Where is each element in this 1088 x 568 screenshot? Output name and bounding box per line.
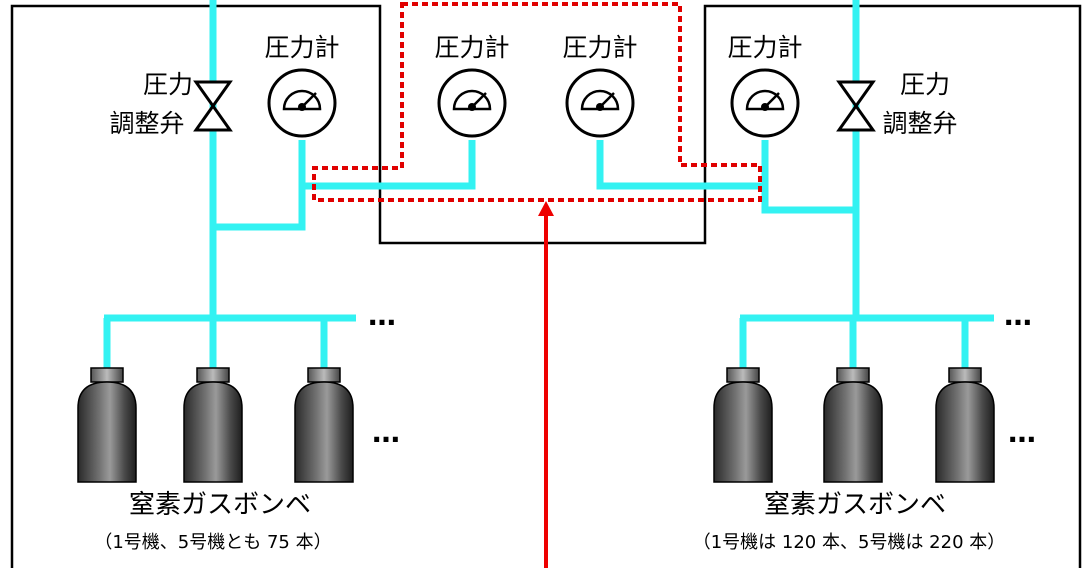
left-valve-label-1: 圧力: [143, 70, 193, 99]
left-cylinders-note: （1号機、5号機とも 75 本）: [94, 532, 331, 553]
right-cylinders-title: 窒素ガスボンベ: [764, 490, 946, 520]
center-gauge-1-label: 圧力計: [434, 33, 509, 62]
right-cylinder-ellipsis: …: [1008, 416, 1036, 449]
left-cylinders-title: 窒素ガスボンベ: [129, 490, 311, 520]
left-cylinder-ellipsis: …: [372, 416, 400, 449]
left-cylinder-2: [183, 367, 243, 483]
left-manifold-ellipsis: …: [368, 299, 396, 332]
indicator-arrow: [538, 201, 554, 568]
center-pressure-gauge-2: [565, 68, 635, 138]
nitrogen-cylinders: [77, 367, 995, 483]
right-manifold-ellipsis: …: [1004, 299, 1032, 332]
left-pressure-gauge: [267, 68, 337, 138]
left-enclosure: [10, 4, 1082, 568]
center-gauge-2-label: 圧力計: [562, 33, 637, 62]
left-pressure-valve: [193, 80, 233, 132]
enclosure-outlines: [10, 4, 1082, 568]
left-cylinder-1: [77, 367, 137, 483]
right-cylinder-2: [823, 367, 883, 483]
right-pressure-valve: [836, 80, 876, 132]
left-valve-label-2: 調整弁: [109, 109, 184, 138]
right-cylinders-note: （1号機は 120 本、5号機は 220 本）: [693, 532, 1006, 553]
right-valve-label-2: 調整弁: [882, 109, 957, 138]
right-valve-label-1: 圧力: [900, 70, 950, 99]
right-cylinder-3: [935, 367, 995, 483]
pipe-network: [103, 0, 994, 368]
left-cylinder-3: [294, 367, 354, 483]
left-gauge-branch: [213, 140, 306, 231]
highlight-region: [312, 2, 762, 202]
right-gauge-label: 圧力計: [727, 33, 802, 62]
center-connector-left: [298, 140, 476, 190]
right-gauge-branch: [761, 140, 856, 214]
center-pressure-gauge-1: [437, 68, 507, 138]
right-pressure-gauge: [730, 68, 800, 138]
left-gauge-label: 圧力計: [264, 33, 339, 62]
right-cylinder-1: [713, 367, 773, 483]
